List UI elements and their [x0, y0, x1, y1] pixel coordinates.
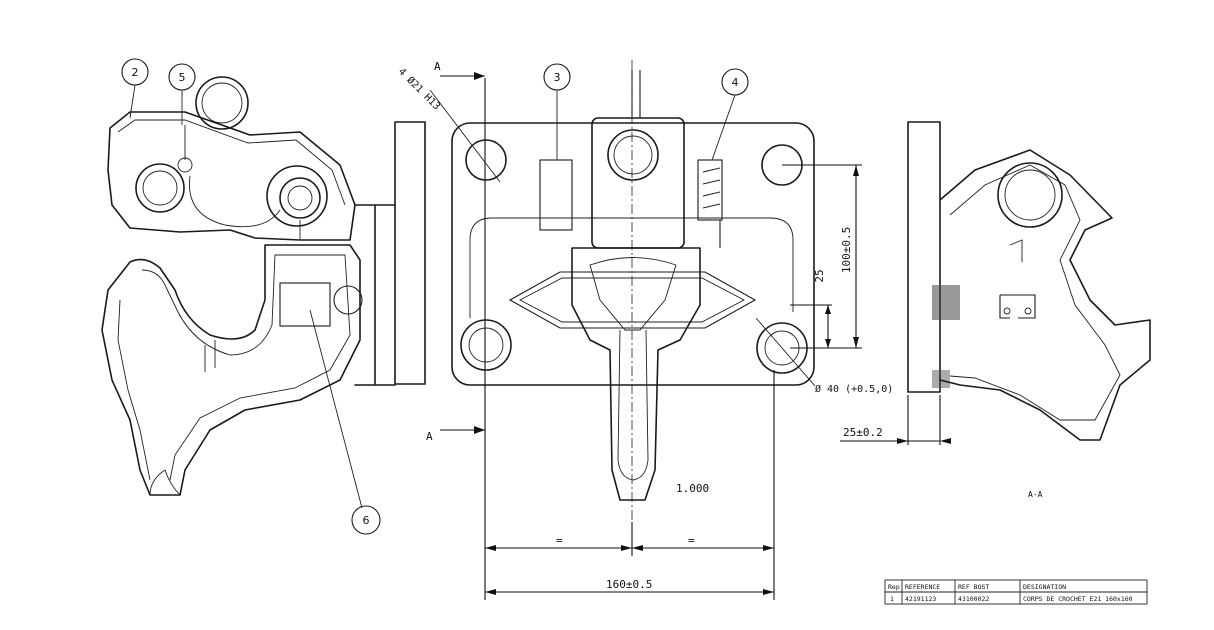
dim-ratio: 1.000	[676, 482, 709, 495]
svg-text:6: 6	[363, 514, 370, 527]
section-hook	[939, 149, 1151, 441]
dim-160: 160±0.5	[606, 578, 652, 591]
side-flange-plate	[394, 121, 426, 385]
section-mark-bottom: A	[426, 430, 433, 443]
id-plate	[279, 282, 331, 327]
svg-text:REF BOST: REF BOST	[958, 583, 989, 591]
section-plate	[907, 121, 941, 393]
svg-text:1: 1	[890, 595, 894, 603]
dim-dia40: Ø 40 (+0.5,0)	[815, 383, 893, 395]
callout-3: 3	[543, 63, 571, 91]
dim-half-right: =	[688, 534, 695, 547]
view-label: A-A	[1028, 490, 1043, 499]
lock-ring	[266, 165, 328, 227]
svg-text:DESIGNATION: DESIGNATION	[1023, 583, 1066, 591]
hook-body	[101, 244, 361, 496]
side-lug-left	[539, 159, 573, 231]
callout-2: 2	[121, 58, 149, 86]
callout-4: 4	[721, 68, 749, 96]
hole-leader	[429, 89, 501, 183]
spring-pin	[177, 125, 193, 173]
callout-6-leader	[309, 309, 363, 509]
front-view	[429, 60, 862, 600]
svg-text:3: 3	[554, 71, 561, 84]
jaw-pin-circle	[135, 163, 185, 213]
dim-half-left: =	[556, 534, 563, 547]
callout-5: 5	[168, 63, 196, 91]
spring-assembly	[697, 159, 723, 221]
dia40-leader	[755, 317, 816, 387]
center-rib	[508, 271, 757, 329]
front-base-plate	[451, 122, 815, 386]
mount-hole-tl	[465, 139, 507, 181]
svg-text:43100022: 43100022	[958, 595, 989, 603]
svg-text:4: 4	[732, 76, 739, 89]
svg-text:CORPS DE CROCHET E21 160x160: CORPS DE CROCHET E21 160x160	[1023, 595, 1133, 603]
svg-text:Rep: Rep	[888, 583, 900, 591]
upper-jaw	[107, 111, 356, 241]
dim-25-vertical: 25	[813, 269, 826, 282]
pivot-boss	[195, 76, 249, 130]
side-view	[101, 76, 426, 509]
section-slot	[999, 294, 1036, 319]
svg-text:42191123: 42191123	[905, 595, 936, 603]
svg-text:2: 2	[132, 66, 139, 79]
side-flange-neck	[354, 204, 396, 386]
section-view	[840, 121, 1151, 445]
dim-100: 100±0.5	[840, 227, 853, 273]
svg-text:REFERENCE: REFERENCE	[905, 583, 940, 591]
section-jaw-pin	[997, 162, 1063, 228]
jaw-housing	[591, 117, 685, 249]
dim-25-horizontal: 25±0.2	[843, 426, 883, 439]
title-block: Rep REFERENCE REF BOST DESIGNATION 1 421…	[884, 579, 1148, 605]
hook-shank	[571, 247, 701, 501]
svg-text:5: 5	[179, 71, 186, 84]
mount-hole-bl	[460, 319, 512, 371]
section-mark-top: A	[434, 60, 441, 73]
callout-6: 6	[351, 505, 381, 535]
